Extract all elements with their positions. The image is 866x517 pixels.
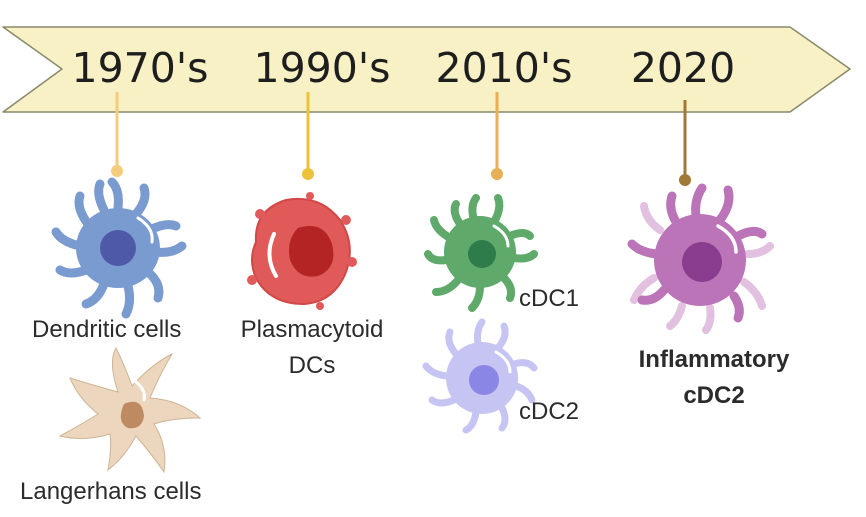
era-label-2020: 2020 xyxy=(630,44,736,92)
cdc1-cell-icon xyxy=(424,194,538,312)
era-label-1990s: 1990's xyxy=(253,44,391,92)
timeline-bar xyxy=(2,26,851,113)
era-connector-2020 xyxy=(679,100,691,186)
era-connector-1970s xyxy=(111,92,123,177)
era-connector-2010s xyxy=(491,92,503,180)
plasmacytoid-dcs-label-line2: DCs xyxy=(288,352,336,379)
era-label-2010s: 2010's xyxy=(435,44,573,92)
dendritic-cell-icon xyxy=(51,177,187,319)
inflammatory-cdc2-cell-icon xyxy=(627,183,774,334)
langerhans-cell-icon xyxy=(58,346,202,474)
langerhans-cells-label: Langerhans cells xyxy=(20,478,202,505)
cdc2-label: cDC2 xyxy=(519,398,580,425)
era-connector-1990s xyxy=(302,92,314,180)
plasmacytoid-dc-icon xyxy=(247,192,357,310)
cdc2-cell-icon xyxy=(422,318,538,434)
inflammatory-cdc2-label-line2: cDC2 xyxy=(683,382,745,409)
dendritic-cells-label: Dendritic cells xyxy=(32,316,182,343)
cdc1-label: cDC1 xyxy=(519,285,580,312)
inflammatory-cdc2-label-line1: Inflammatory xyxy=(638,346,790,373)
plasmacytoid-dcs-label-line1: Plasmacytoid xyxy=(240,316,384,343)
era-label-1970s: 1970's xyxy=(71,44,209,92)
